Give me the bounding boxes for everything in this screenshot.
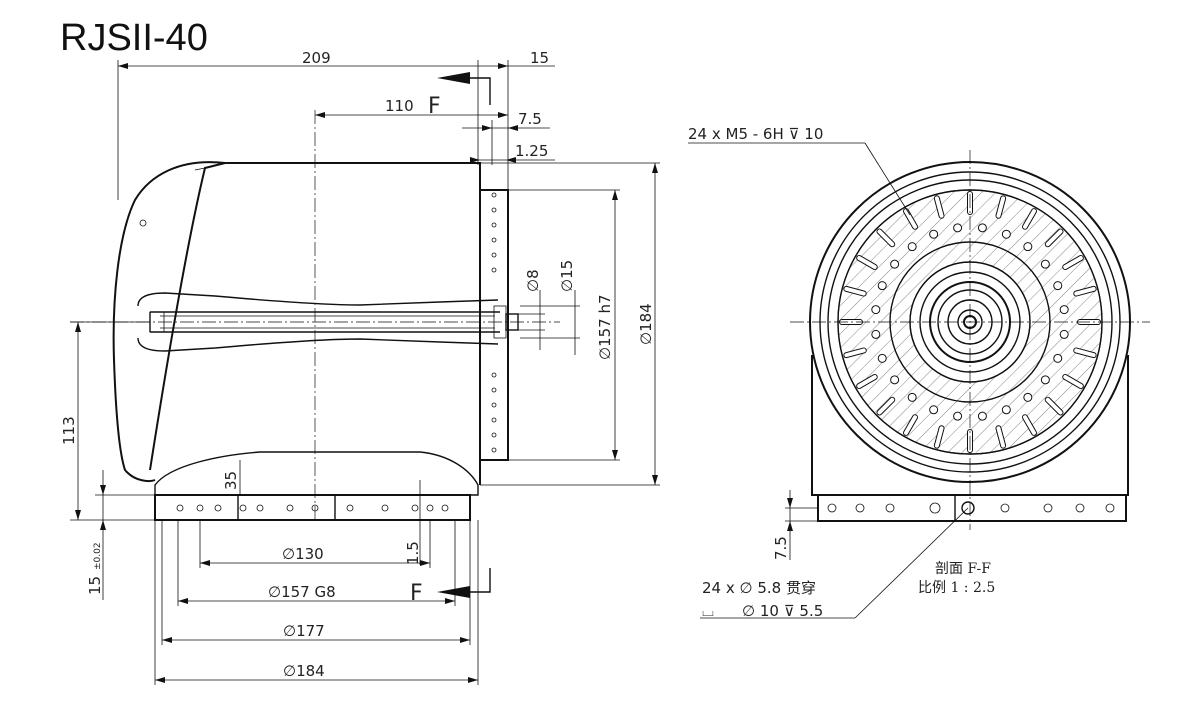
bolt-slot (1023, 209, 1036, 229)
dim-dia-177: ∅177 (283, 622, 325, 640)
dim-35: 35 (222, 471, 240, 490)
dim-7-5: 7.5 (518, 110, 542, 128)
bolt-hole (977, 411, 987, 421)
output-flange (479, 189, 509, 461)
section-label: 剖面 F-F (935, 561, 991, 577)
section-arrow-top (470, 77, 491, 105)
bolt-hole (953, 223, 963, 233)
bolt-hole (929, 405, 939, 415)
bolt-slot (1045, 397, 1063, 415)
base-holes (176, 504, 449, 512)
bolt-hole (907, 242, 917, 252)
dim-dia-184-bottom: ∅184 (283, 662, 325, 680)
bolt-hole (890, 375, 900, 385)
dim-110: 110 (385, 97, 414, 115)
drawing-title: RJSII-40 (60, 17, 208, 59)
bolt-hole (1040, 375, 1050, 385)
bolt-hole (953, 411, 963, 421)
base-plate (154, 494, 471, 521)
bolt-slot (844, 348, 866, 358)
scale-label: 比例 1 : 2.5 (918, 580, 995, 596)
bolt-slot (1023, 415, 1036, 435)
dim-7-5-right: 7.5 (772, 536, 790, 560)
dim-dia-130: ∅130 (282, 545, 324, 563)
shaft-hub (137, 292, 499, 352)
flange-holes (491, 192, 497, 453)
bolt-slot (844, 286, 866, 296)
bolt-slot (934, 196, 944, 218)
bolt-hole (871, 329, 881, 339)
bolt-slot (904, 209, 917, 229)
body-outline (112, 161, 481, 485)
dim-1-5: 1.5 (404, 541, 422, 565)
dim-dia-157h7: ∅157 h7 (596, 294, 614, 360)
bolt-hole (1053, 353, 1063, 363)
through-hole-callout: 24 x ∅ 5.8 贯穿 (702, 579, 816, 597)
bolt-slot (877, 229, 895, 247)
bolt-hole (907, 392, 917, 402)
bolt-hole (1059, 305, 1069, 315)
bolt-hole (1053, 281, 1063, 291)
bolt-slot (1074, 348, 1096, 358)
bolt-hole (929, 229, 939, 239)
bolt-slot (996, 426, 1006, 448)
bolt-hole (890, 259, 900, 269)
dim-dia-184-right: ∅184 (637, 303, 655, 345)
bolt-hole (977, 223, 987, 233)
dim-209: 209 (302, 49, 331, 67)
bolt-hole (1023, 242, 1033, 252)
section-arrow-bottom (470, 568, 491, 593)
bolt-hole (877, 353, 887, 363)
body-hole-mark (139, 219, 147, 227)
dim-1-25: 1.25 (515, 142, 548, 160)
counterbore-symbol: ⌴ (702, 602, 714, 620)
bolt-hole (1023, 392, 1033, 402)
bolt-slot (857, 256, 877, 269)
bolt-hole (1040, 259, 1050, 269)
bolt-hole (1001, 229, 1011, 239)
bolt-slot (1074, 286, 1096, 296)
dim-dia-15: ∅15 (558, 260, 576, 292)
bolt-hole (871, 305, 881, 315)
body-inner-curve (194, 167, 206, 171)
dim-15-top: 15 (530, 49, 549, 67)
side-view: F F 209 15 110 7.5 1.25 (60, 49, 660, 685)
section-view: 24 x M5 - 6H ⊽ 10 24 x ∅ 5.8 贯穿 ⌴ ∅ 10 ⊽… (688, 125, 1150, 620)
bolt-slot (1063, 375, 1083, 388)
bolt-hole (1059, 329, 1069, 339)
bolt-slot (904, 415, 917, 435)
bolt-slot (996, 196, 1006, 218)
base-section (154, 451, 479, 496)
dim-dia-157g8: ∅157 G8 (268, 583, 336, 601)
bolt-slot (934, 426, 944, 448)
shaft-inner (160, 315, 495, 329)
dim-dia-8: ∅8 (524, 269, 542, 292)
bolt-slot (857, 375, 877, 388)
section-letter-bottom: F (410, 581, 423, 606)
bolt-hole (1001, 405, 1011, 415)
bolt-slot (877, 397, 895, 415)
section-letter-top: F (428, 94, 441, 119)
dim-15-bottom: 15 (86, 576, 104, 595)
dim-113: 113 (60, 416, 78, 445)
counterbore-callout: ∅ 10 ⊽ 5.5 (742, 602, 823, 620)
bolt-slot (1045, 229, 1063, 247)
section-base-holes (827, 501, 1115, 515)
bolt-slot (1063, 256, 1083, 269)
bolt-hole (877, 281, 887, 291)
dim-tolerance: ±0.02 (93, 542, 103, 570)
thread-callout: 24 x M5 - 6H ⊽ 10 (688, 125, 823, 143)
